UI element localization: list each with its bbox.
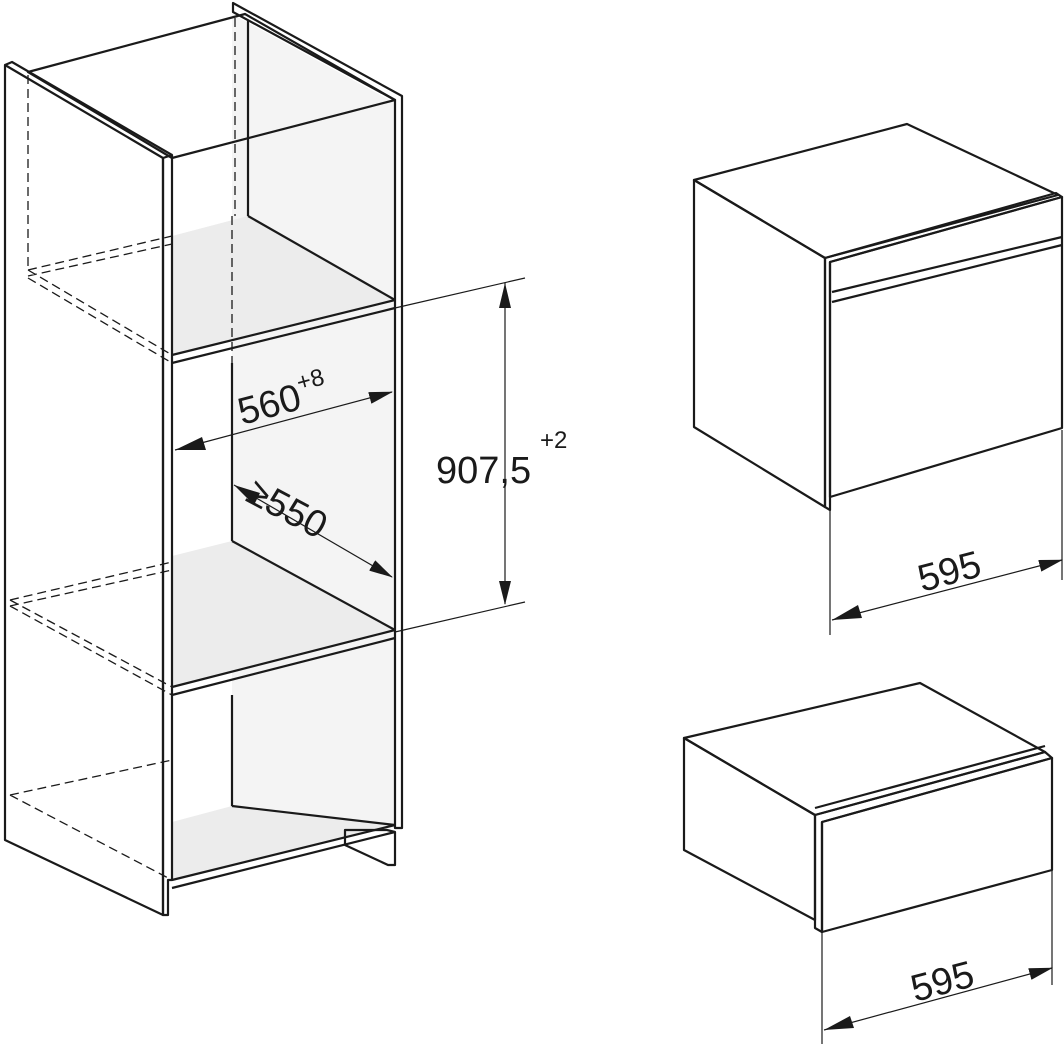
middle-shelf xyxy=(172,541,395,687)
oven-front-panel xyxy=(828,195,1064,499)
cabinet-left-panel xyxy=(3,63,165,917)
oven-width-label: 595 xyxy=(913,544,985,601)
depth-arrowhead-left xyxy=(234,485,260,505)
cabinet-height-label: 907,5 xyxy=(436,450,531,492)
oven-top xyxy=(692,122,1060,260)
oven-control-strip-line xyxy=(831,235,1063,294)
oven-width-dimension-line xyxy=(831,559,1063,621)
drawer-width-label: 595 xyxy=(906,954,978,1011)
oven-arrowhead-left xyxy=(832,605,862,620)
cabinet-right-leg xyxy=(343,828,397,867)
warming-drawer: 595 xyxy=(682,681,1054,1044)
width-arrowhead-left xyxy=(175,437,206,450)
hidden-lines xyxy=(9,18,249,881)
width-dimension-line xyxy=(174,391,393,451)
cabinet-height-tolerance: +2 xyxy=(540,427,567,454)
tall-cabinet: 560 +8 ≥550 907,5 +2 xyxy=(3,1,567,917)
drawer-side xyxy=(682,736,817,922)
bottom-shelf xyxy=(172,806,395,880)
height-arrowhead-top xyxy=(499,283,511,308)
drawer-front-frame xyxy=(813,750,1054,934)
depth-dimension-line xyxy=(233,484,393,578)
cabinet-right-panel xyxy=(231,1,404,830)
oven-side xyxy=(692,178,827,509)
cabinet-left-front-edge xyxy=(161,153,174,917)
drawer-width-dimension-line xyxy=(823,967,1053,1031)
drawer-front-panel xyxy=(820,756,1054,934)
oven-appliance: 595 xyxy=(692,122,1064,635)
upper-shelf xyxy=(172,216,395,355)
drawer-arrowhead-left xyxy=(824,1016,854,1030)
